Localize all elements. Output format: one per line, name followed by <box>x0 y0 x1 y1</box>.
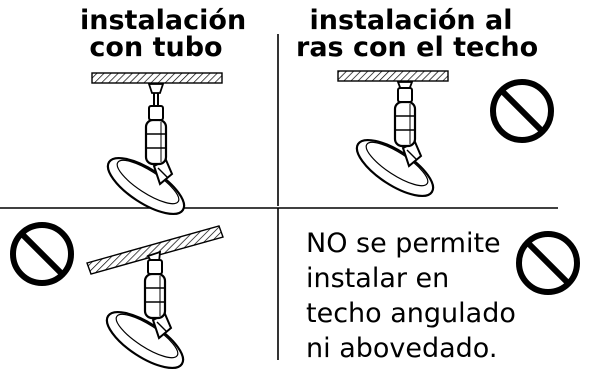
notice-line1: NO se permite <box>306 228 501 259</box>
prohibited-icon <box>516 231 580 295</box>
downrod-title-line2: con tubo <box>89 32 223 63</box>
flush-mount-title-line1: instalación al <box>309 5 513 36</box>
angled-ceiling-notice: NO se permite instalar en techo angulado… <box>306 226 516 366</box>
downrod-title: instalación con tubo <box>80 5 247 63</box>
fan-unit <box>347 86 443 208</box>
angled-ceiling-illustration <box>86 225 224 371</box>
notice-line4: ni abovedado. <box>306 333 498 364</box>
prohibited-icon <box>490 79 554 143</box>
ceiling-angled <box>86 225 224 275</box>
notice-line2: instalar en <box>306 263 450 294</box>
notice-line3: techo angulado <box>306 298 516 329</box>
ceiling-flat <box>337 70 449 82</box>
canopy <box>147 83 165 94</box>
downrod-installation-illustration <box>91 72 223 226</box>
flush-mount-title: instalación al ras con el techo <box>296 5 539 63</box>
fan-unit <box>98 104 194 226</box>
downrod-title-line1: instalación <box>80 5 247 36</box>
flush-mount-title-line2: ras con el techo <box>296 32 539 63</box>
ceiling-flat <box>91 72 223 84</box>
fan-unit <box>97 258 193 371</box>
flush-mount-illustration <box>337 70 449 208</box>
prohibited-icon <box>10 222 74 286</box>
